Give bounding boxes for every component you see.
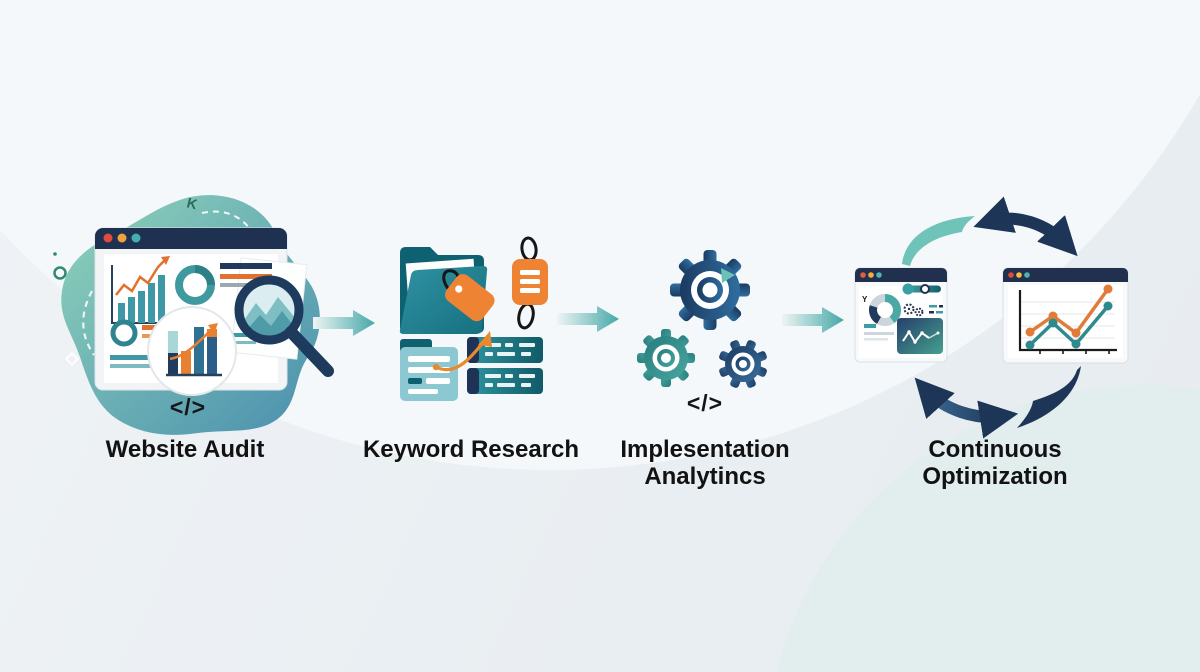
folder-icon-light [400, 339, 458, 401]
letter-k-decoration: K [185, 194, 199, 212]
magnifier-icon [234, 275, 334, 377]
ring-decoration [53, 266, 67, 280]
stage-website-audit: K [40, 183, 340, 443]
text-lines-block [220, 263, 272, 344]
arrow-right-icon [782, 307, 844, 333]
series-orange [1029, 287, 1110, 336]
text-line [864, 332, 894, 335]
dashboard-window: Y [854, 267, 948, 363]
cycle-arc-teal [902, 216, 975, 266]
donut-chart [869, 294, 901, 326]
website-audit-illustration: K [53, 194, 334, 435]
arrow-right-icon [313, 310, 375, 336]
dot-decoration [53, 252, 57, 256]
dash-list [929, 305, 943, 314]
bar-line-chart [111, 256, 170, 324]
stage-label-text: Continuous [928, 436, 1062, 463]
text-line [864, 338, 888, 341]
diamond-decoration [64, 351, 80, 367]
window-control-dots [860, 272, 882, 278]
axis-letter: Y [862, 295, 868, 304]
stage-label-text: Analytincs [644, 463, 766, 490]
settings-gears-glyph [903, 303, 924, 317]
series-teal [1028, 304, 1110, 347]
stage-continuous-optimization: Y [845, 190, 1145, 440]
donut-chart-segment [175, 265, 215, 305]
cycle-double-arrow-bottom [914, 377, 1019, 439]
gear-icon-teal [637, 329, 695, 387]
window-control-dots [103, 233, 141, 243]
rotation-indicator [721, 268, 735, 283]
cycle-arrows [902, 196, 1081, 439]
arrow-right-icon [557, 306, 619, 332]
analytics-window [1002, 267, 1129, 364]
tag-string-top [520, 236, 538, 262]
dashed-arc-top [201, 210, 251, 230]
code-symbol-implementation: </> [686, 390, 724, 416]
stage-label-text: Implesentation [620, 436, 790, 463]
gears-illustration [637, 250, 767, 388]
stage-label-text: Keyword Research [362, 436, 580, 463]
stage-label-text: Optimization [922, 463, 1068, 490]
line-chart [1018, 284, 1117, 354]
cycle-arc-navy [1017, 366, 1081, 428]
curved-arrow-orange [432, 331, 492, 372]
stage-label-text: Website Audit [105, 436, 265, 463]
trend-card [897, 318, 943, 354]
cycle-double-arrow-top [973, 196, 1078, 257]
gear-icon-small [719, 340, 767, 388]
code-symbol-website-audit: </> [169, 394, 207, 420]
slider-control [902, 283, 941, 295]
stage-label-continuous-optimization: Continuous Optimization [865, 436, 1125, 490]
gear-icon-large [670, 250, 750, 330]
stage-label-website-audit: Website Audit [55, 436, 315, 463]
window-control-dots [1008, 272, 1030, 278]
stage-keyword-research [390, 235, 560, 405]
stage-implementation-analytics [622, 240, 788, 410]
tag-string-bottom [517, 302, 535, 330]
tag-icon-hanging [442, 269, 495, 322]
blob-decorations: K [53, 194, 251, 367]
stage-label-keyword-research: Keyword Research [341, 436, 601, 463]
keyword-card [467, 368, 543, 394]
keyword-research-illustration [399, 236, 548, 401]
tag-icon-vertical [512, 236, 548, 330]
zoom-bubble-bar-chart [147, 306, 237, 396]
continuous-optimization-illustration: Y [854, 196, 1129, 439]
magnifier-handle [285, 326, 334, 377]
dashed-arc-left [82, 290, 95, 356]
stage-label-implementation-analytics: Implesentation Analytincs [575, 436, 835, 490]
teal-chip [864, 324, 876, 328]
